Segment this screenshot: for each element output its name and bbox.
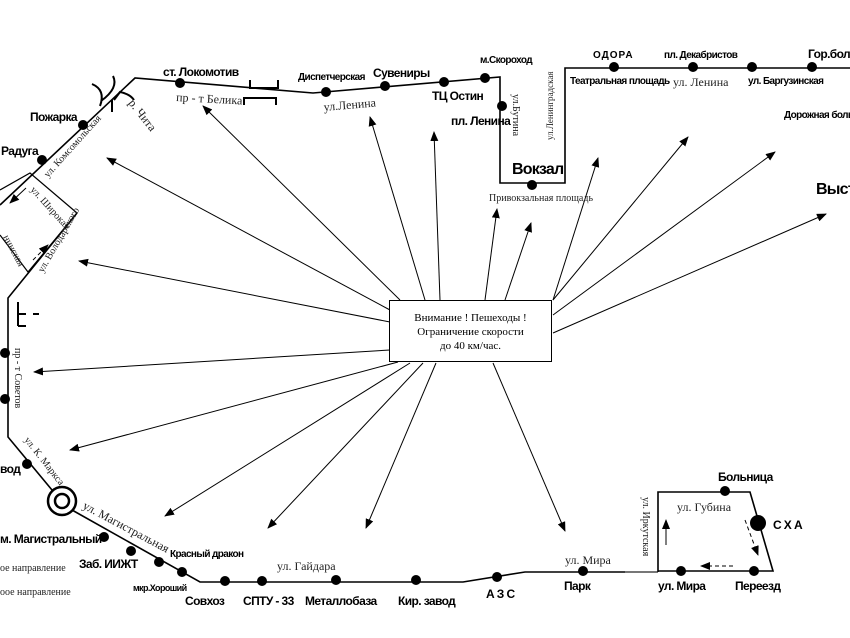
notice-arrows bbox=[33, 105, 827, 532]
stop-label: Совхоз bbox=[185, 594, 225, 608]
stop-label: Радуга bbox=[1, 144, 39, 158]
arrow bbox=[552, 136, 689, 301]
speed-limit-notice: Внимание ! Пешеходы ! Ограничение скорос… bbox=[389, 300, 552, 362]
legend-item: ое направление bbox=[0, 563, 66, 574]
street-label: ул. Гайдара bbox=[277, 559, 336, 573]
stop-label: А З С bbox=[486, 587, 515, 601]
notice-line: до 40 км/час. bbox=[439, 340, 501, 352]
street-label: ул.Ленинградская bbox=[545, 72, 555, 140]
street-label: р. Чита bbox=[126, 96, 160, 134]
stop-label: ул. Баргузинская bbox=[748, 76, 824, 87]
street-label: ул. Мира bbox=[565, 553, 612, 567]
bridge-symbols bbox=[17, 75, 279, 327]
street-label: ул. Магистральная bbox=[81, 498, 172, 556]
arrow bbox=[492, 362, 566, 532]
street-label: ул.Бутина bbox=[510, 94, 521, 137]
stop-label: Красный дракон bbox=[170, 549, 244, 560]
stop-label: Кир. завод bbox=[398, 594, 456, 608]
stop-label: Переезд bbox=[735, 579, 781, 593]
stop-label: Дорожная больни bbox=[784, 109, 850, 121]
stop-label: Театральная площадь bbox=[570, 76, 670, 87]
street-label: пр - т Советов bbox=[12, 348, 23, 409]
stop-label: Сувениры bbox=[373, 66, 430, 80]
street-label: ул. Губина bbox=[677, 500, 732, 514]
direction-arrows bbox=[9, 187, 759, 570]
notice-line: Внимание ! Пешеходы ! bbox=[414, 312, 527, 324]
stop-label: Металлобаза bbox=[305, 594, 378, 608]
arrow bbox=[267, 362, 424, 529]
stop-markers bbox=[0, 62, 817, 586]
notice-line: Ограничение скорости bbox=[417, 326, 524, 338]
arrow bbox=[365, 362, 437, 529]
stop-label: ТЦ Остин bbox=[432, 89, 483, 103]
stop-label: м. Магистральный bbox=[0, 532, 102, 546]
arrow bbox=[552, 213, 827, 334]
stop-label: Вокзал bbox=[512, 161, 564, 178]
arrow bbox=[430, 131, 441, 301]
legend: ое направление оое направление bbox=[0, 563, 71, 598]
stop-label: СПТУ - 33 bbox=[243, 594, 295, 608]
arrow bbox=[202, 105, 401, 301]
stop-label: м.Скороход bbox=[480, 55, 533, 66]
stop-label: Выста bbox=[816, 181, 850, 198]
arrow bbox=[33, 349, 391, 376]
stop-label: Пожарка bbox=[30, 110, 78, 124]
stop-label: Парк bbox=[564, 579, 592, 593]
stop-label: ст. Локомотив bbox=[163, 65, 239, 79]
stop-label: Гор.больни bbox=[808, 47, 850, 61]
stop-label: ул. Мира bbox=[658, 579, 706, 593]
arrow bbox=[484, 208, 500, 301]
street-label: нинская bbox=[0, 233, 26, 269]
ring-terminus-icon bbox=[46, 485, 78, 517]
arrow bbox=[78, 258, 391, 323]
stop-label: вод bbox=[0, 462, 21, 476]
stop-label: С Х А bbox=[773, 518, 803, 532]
stop-label: Диспетчерская bbox=[298, 72, 366, 83]
street-labels: пр - т Белика р. Чита ул. Комсомольская … bbox=[0, 72, 731, 573]
arrow bbox=[69, 361, 399, 452]
arrow bbox=[552, 157, 600, 301]
stop-labels: ст. Локомотив Пожарка Радуга Диспетчерск… bbox=[0, 47, 850, 608]
stop-label: пл. Декабристов bbox=[664, 49, 738, 61]
street-label: ул. Ленина bbox=[673, 75, 729, 89]
legend-item: оое направление bbox=[0, 587, 71, 598]
arrow bbox=[106, 157, 391, 311]
stop-label: Больница bbox=[718, 470, 774, 484]
stop-label: Заб. ИИЖТ bbox=[79, 557, 139, 571]
stop-label: мкр.Хороший bbox=[133, 583, 187, 593]
stop-label: ОДОРА bbox=[593, 50, 634, 61]
street-label: пр - т Белика bbox=[176, 90, 244, 107]
arrow bbox=[368, 116, 426, 301]
street-label: Привокзальная площадь bbox=[489, 193, 593, 204]
arrow bbox=[552, 151, 776, 316]
street-label: ул. Иркутская bbox=[640, 497, 651, 557]
arrow bbox=[504, 222, 532, 301]
stop-label: пл. Ленина bbox=[451, 114, 511, 128]
street-label: ул.Ленина bbox=[323, 95, 377, 114]
arrow bbox=[164, 362, 411, 517]
